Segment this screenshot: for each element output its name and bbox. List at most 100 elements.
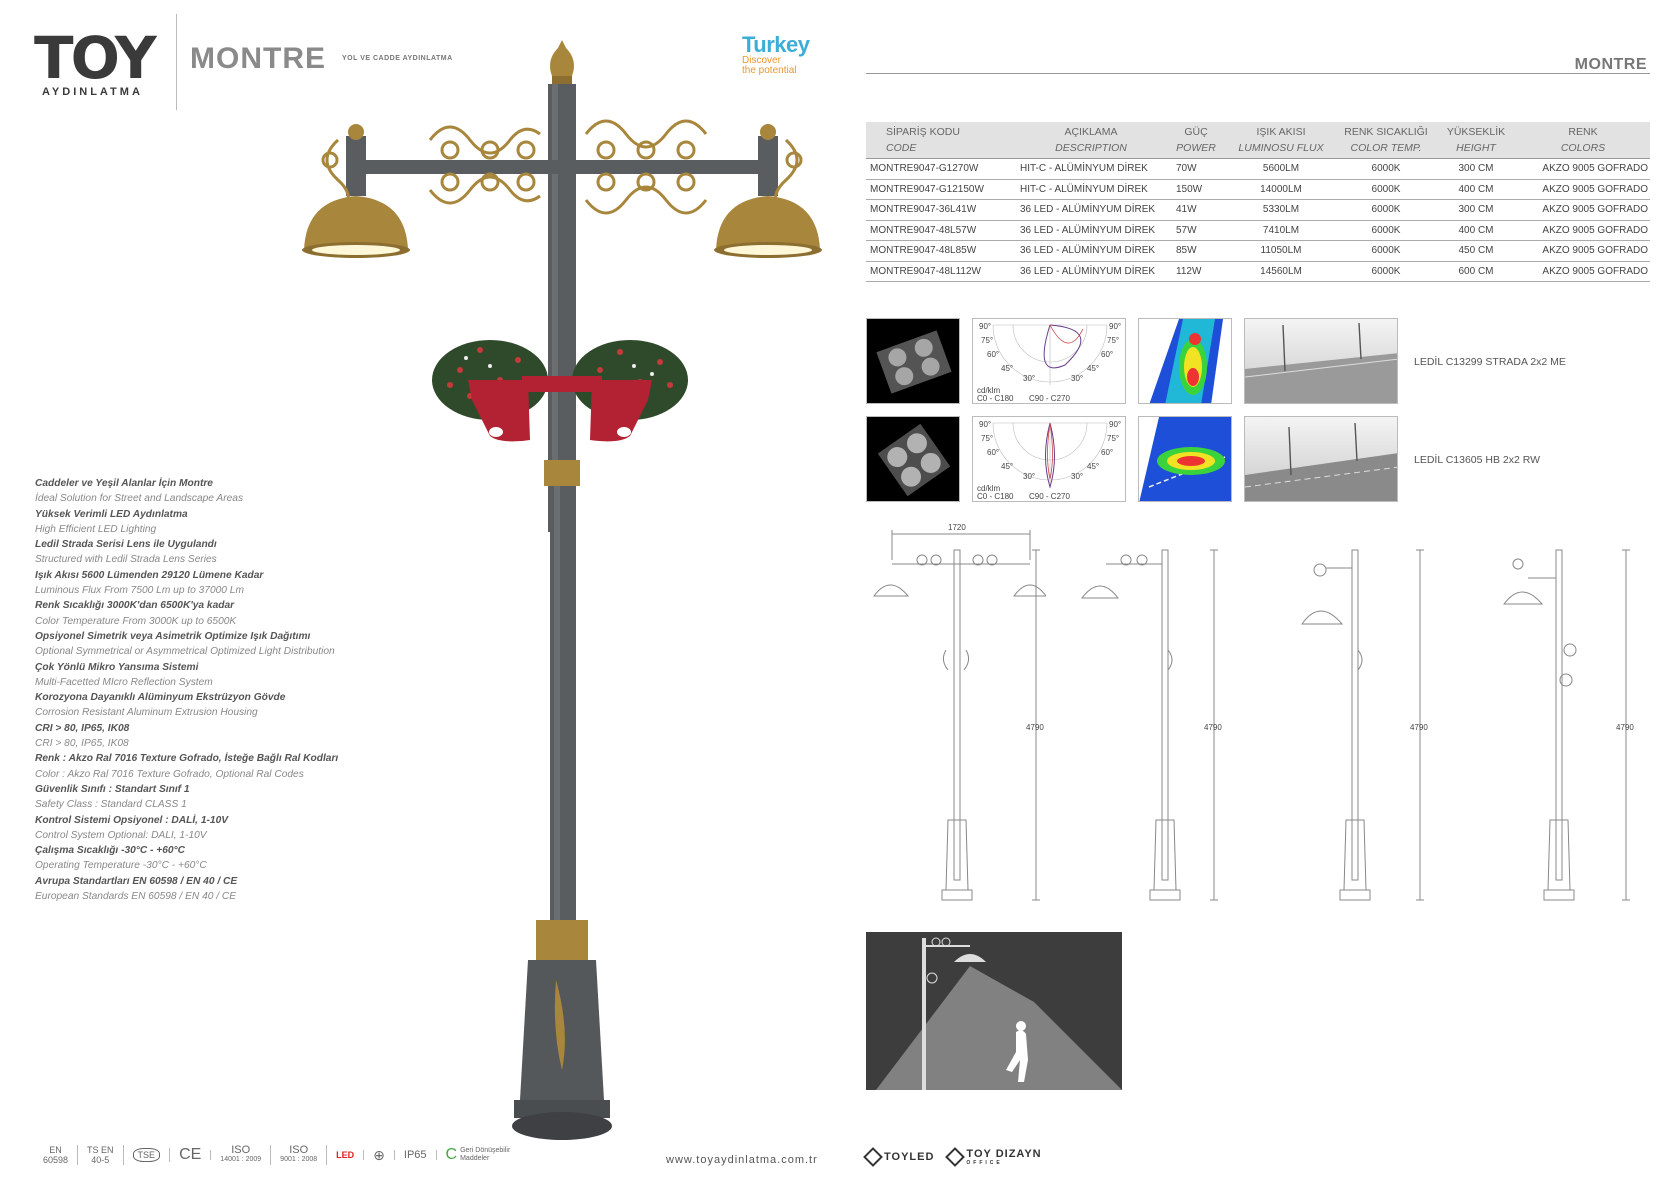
cert-ip65: IP65	[395, 1150, 437, 1161]
cert-led-icon: LED	[327, 1150, 365, 1160]
svg-text:45°: 45°	[1087, 364, 1099, 373]
svg-text:cd/klm: cd/klm	[977, 484, 1000, 493]
elevation-drawing-double-arm: 1720 4790	[873, 523, 1046, 901]
feature-item: Işık Akısı 5600 Lümenden 29120 Lümene Ka…	[35, 569, 264, 597]
night-scene-render	[866, 932, 1122, 1090]
lens-label-2: LEDİL C13605 HB 2x2 RW	[1414, 454, 1541, 466]
svg-text:1720: 1720	[948, 523, 966, 532]
svg-text:C90 - C270: C90 - C270	[1029, 492, 1070, 501]
svg-text:90°: 90°	[979, 420, 991, 429]
svg-text:C0 - C180: C0 - C180	[977, 492, 1014, 501]
svg-text:90°: 90°	[1109, 420, 1121, 429]
elevation-drawing-single-arm-3: 4790	[1502, 549, 1634, 901]
polar-diagram-2: 90° 90° 75° 75° 60° 60° 45° 45° 30° 30° …	[972, 416, 1126, 502]
svg-text:4790: 4790	[1026, 723, 1044, 732]
svg-text:75°: 75°	[1107, 336, 1119, 345]
feature-item: Opsiyonel Simetrik veya Asimetrik Optimi…	[35, 630, 335, 658]
cert-ce-icon: CE	[170, 1147, 212, 1163]
svg-text:60°: 60°	[987, 350, 999, 359]
svg-text:75°: 75°	[981, 434, 993, 443]
polar-diagram-1: 90° 90° 75° 75° 60° 60° 45° 45° 30° 30° …	[972, 318, 1126, 404]
svg-text:4790: 4790	[1204, 723, 1222, 732]
svg-text:30°: 30°	[1023, 472, 1035, 481]
road-render-2	[1244, 416, 1398, 502]
road-render-1	[1244, 318, 1398, 404]
svg-text:30°: 30°	[1023, 374, 1035, 383]
svg-text:45°: 45°	[1087, 462, 1099, 471]
svg-text:30°: 30°	[1071, 472, 1083, 481]
cert-safety-icon: ⊕	[364, 1148, 395, 1162]
brand-logo: TOY AYDINLATMA	[34, 24, 164, 98]
feature-item: Renk : Akzo Ral 7016 Texture Gofrado, İs…	[35, 753, 339, 780]
toyled-icon	[863, 1147, 883, 1167]
svg-text:45°: 45°	[1001, 462, 1013, 471]
turkey-logo-word: Turkey	[742, 32, 810, 57]
lens-photo-2	[866, 416, 960, 502]
svg-text:4790: 4790	[1410, 723, 1428, 732]
svg-text:60°: 60°	[987, 448, 999, 457]
product-title: MONTRE	[190, 42, 326, 75]
brand-logo-sub: AYDINLATMA	[42, 86, 143, 98]
street-lamp-illustration	[302, 40, 822, 1140]
right-page-title: MONTRE	[1574, 56, 1647, 73]
toy-dizayn-icon	[945, 1147, 966, 1167]
svg-text:C90 - C270: C90 - C270	[1029, 394, 1070, 403]
lens-photo-1	[866, 318, 960, 404]
brand-logo-text: TOY	[34, 24, 157, 92]
turkey-logo-tag-1: Discover	[742, 55, 781, 66]
elevation-drawing-single-arm-1: 4790	[1080, 549, 1222, 901]
cert-tse-icon: TSE	[124, 1148, 171, 1162]
toyled-logo: TOYLED	[863, 1147, 934, 1167]
feature-item: Avrupa Standartları EN 60598 / EN 40 / C…	[35, 875, 238, 903]
turkey-logo-tag-2: the potential	[742, 65, 797, 76]
product-subtitle: YOL VE CADDE AYDINLATMA	[342, 55, 453, 62]
svg-text:45°: 45°	[1001, 364, 1013, 373]
header-divider	[176, 14, 177, 110]
svg-text:75°: 75°	[1107, 434, 1119, 443]
lens-label-1: LEDİL C13299 STRADA 2x2 ME	[1414, 356, 1566, 368]
feature-item: Korozyona Dayanıklı Alüminyum Ekstrüzyon…	[35, 692, 286, 719]
svg-text:75°: 75°	[981, 336, 993, 345]
svg-text:cd/klm: cd/klm	[977, 386, 1000, 395]
svg-text:90°: 90°	[1109, 322, 1121, 331]
turkey-logo: Turkey Discover the potential	[742, 34, 832, 76]
isolux-map-1	[1138, 318, 1232, 404]
svg-text:C0 - C180: C0 - C180	[977, 394, 1014, 403]
header-rule	[866, 73, 1650, 74]
website-url[interactable]: www.toyaydinlatma.com.tr	[666, 1154, 818, 1166]
svg-text:90°: 90°	[979, 322, 991, 331]
isolux-map-2	[1138, 416, 1232, 502]
svg-text:60°: 60°	[1101, 350, 1113, 359]
svg-text:60°: 60°	[1101, 448, 1113, 457]
